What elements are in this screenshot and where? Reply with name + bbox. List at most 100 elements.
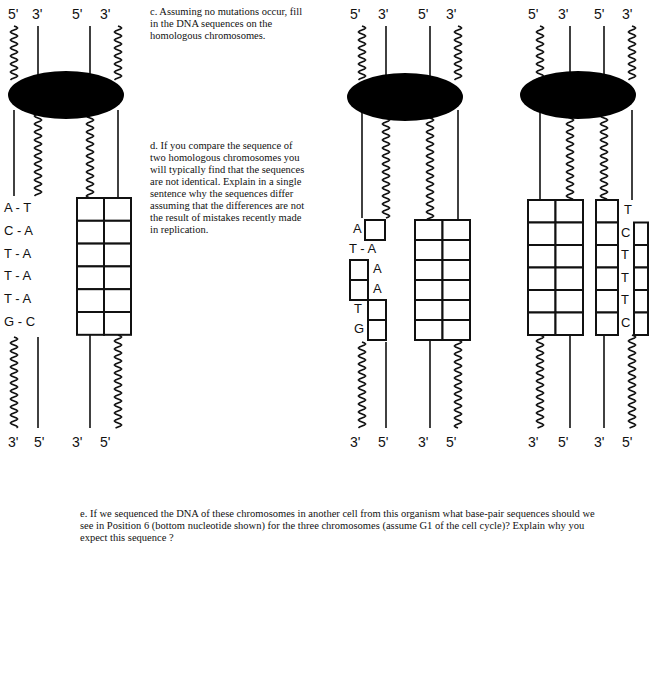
base-letter: G	[354, 322, 364, 337]
strand-end-label: 5'	[378, 434, 388, 450]
nucleotide-box	[77, 289, 104, 312]
centromere	[520, 71, 636, 119]
nucleotide-box	[104, 198, 131, 221]
dna-strand	[117, 110, 119, 198]
nucleotide-box	[556, 290, 584, 313]
nucleotide-box	[528, 245, 556, 268]
nucleotide-box	[77, 198, 104, 221]
dna-strand	[37, 26, 39, 80]
nucleotide-box	[77, 221, 104, 244]
dna-strand	[359, 26, 366, 80]
nucleotide-box	[77, 266, 104, 289]
nucleotide-box	[443, 240, 471, 260]
nucleotide-box	[596, 268, 618, 291]
dna-strand	[603, 26, 605, 80]
strand-end-label: 3'	[622, 6, 632, 22]
base-pair: C - A	[4, 224, 33, 239]
nucleotide-box	[556, 223, 584, 246]
base-letter: C	[621, 226, 630, 241]
dna-strand	[87, 110, 94, 198]
nucleotide-box	[528, 313, 556, 336]
base-letter: A	[353, 222, 362, 237]
dna-strand	[35, 110, 42, 196]
nucleotide-box	[596, 223, 618, 246]
nucleotide-box	[634, 290, 648, 313]
dna-strand	[537, 26, 544, 80]
strand-end-label: 3'	[594, 434, 604, 450]
strand-end-label: 5'	[528, 6, 538, 22]
nucleotide-box	[634, 268, 648, 291]
dna-strand	[457, 110, 459, 220]
strand-end-label: 3'	[32, 6, 42, 22]
strand-end-label: 5'	[594, 6, 604, 22]
nucleotide-box	[634, 245, 648, 268]
dna-strand	[361, 110, 363, 218]
base-letter: A	[373, 262, 382, 277]
dna-strand	[89, 335, 91, 428]
dna-strand	[537, 335, 544, 428]
nucleotide-box	[415, 240, 443, 260]
nucleotide-box	[528, 223, 556, 246]
dna-strand	[429, 26, 431, 80]
strand-end-label: 3'	[350, 434, 360, 450]
strand-end-label: 5'	[622, 434, 632, 450]
nucleotide-box	[443, 260, 471, 280]
nucleotide-box	[528, 200, 556, 223]
base-pair: A - T	[4, 201, 31, 216]
strand-end-label: 3'	[446, 6, 456, 22]
nucleotide-box	[443, 300, 471, 320]
nucleotide-box	[365, 220, 385, 240]
base-letter: C	[621, 316, 630, 331]
strand-end-label: 3'	[418, 434, 428, 450]
dna-strand	[629, 26, 636, 80]
dna-strand	[115, 26, 122, 80]
nucleotide-box	[443, 280, 471, 300]
nucleotide-box	[556, 200, 584, 223]
nucleotide-box	[556, 313, 584, 336]
base-letter: T - A	[349, 242, 376, 257]
nucleotide-box	[104, 289, 131, 312]
dna-strand	[427, 110, 434, 220]
dna-strand	[115, 335, 122, 428]
nucleotide-box	[104, 221, 131, 244]
nucleotide-box	[368, 320, 386, 340]
base-pair: T - A	[4, 269, 31, 284]
strand-end-label: 5'	[558, 434, 568, 450]
strand-end-label: 5'	[100, 434, 110, 450]
nucleotide-box	[77, 312, 104, 335]
nucleotide-box	[443, 320, 471, 340]
dna-strand	[89, 26, 91, 80]
dna-strand	[11, 337, 18, 428]
dna-strand	[455, 340, 462, 428]
nucleotide-box	[104, 266, 131, 289]
dna-strand	[569, 335, 571, 428]
dna-strand	[567, 110, 574, 200]
nucleotide-box	[368, 300, 386, 320]
nucleotide-box	[634, 223, 648, 246]
strand-end-label: 5'	[34, 434, 44, 450]
dna-strand	[13, 110, 15, 196]
dna-strand	[37, 337, 39, 428]
nucleotide-box	[556, 268, 584, 291]
base-letter: T	[621, 248, 629, 263]
dna-strand	[11, 26, 18, 80]
centromere	[8, 71, 124, 119]
base-pair: T - A	[4, 247, 31, 262]
strand-end-label: 5'	[8, 6, 18, 22]
dna-strand	[629, 335, 636, 428]
dna-strand	[359, 342, 366, 428]
nucleotide-box	[528, 268, 556, 291]
nucleotide-box	[415, 320, 443, 340]
strand-end-label: 3'	[100, 6, 110, 22]
strand-end-label: 3'	[558, 6, 568, 22]
nucleotide-box	[415, 300, 443, 320]
nucleotide-box	[415, 280, 443, 300]
base-letter: T	[621, 271, 629, 286]
question-text: d. If you compare the sequence of two ho…	[150, 140, 310, 237]
question-text: e. If we sequenced the DNA of these chro…	[80, 508, 600, 544]
dna-strand	[603, 335, 605, 428]
nucleotide-box	[415, 220, 443, 240]
strand-end-label: 3'	[378, 6, 388, 22]
nucleotide-box	[77, 244, 104, 267]
strand-end-label: 5'	[350, 6, 360, 22]
